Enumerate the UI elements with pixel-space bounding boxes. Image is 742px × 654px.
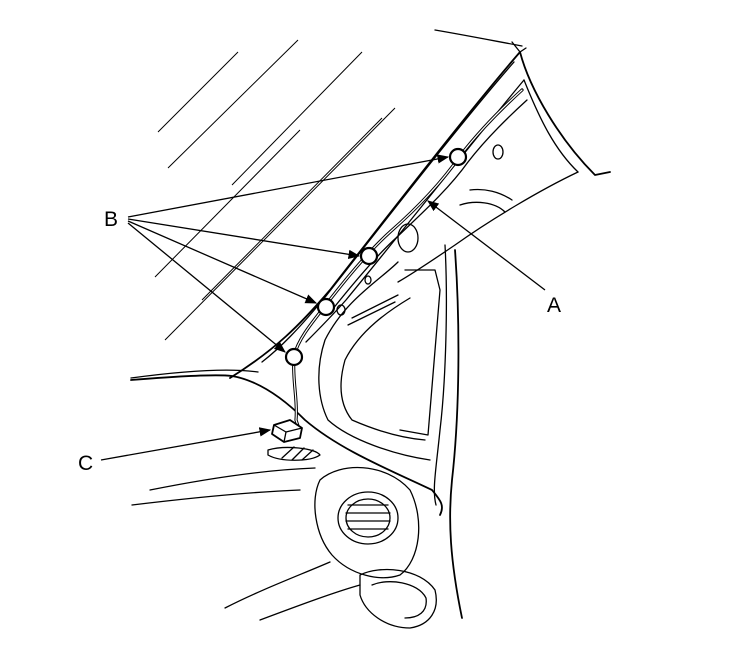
- callout-label-b: B: [104, 208, 118, 231]
- dashboard-face-1: [149, 467, 316, 491]
- pillar-boss-lower: [397, 223, 419, 253]
- corner-panel-slot-1: [347, 301, 396, 326]
- connector-body: [271, 419, 303, 443]
- harness-clip-4: [284, 347, 304, 367]
- leader-a: [427, 200, 546, 291]
- callout-label-a: A: [547, 294, 561, 317]
- side-vent-ring: [337, 491, 399, 545]
- harness-clip-3: [316, 297, 336, 317]
- pillar-boss-upper: [492, 144, 504, 160]
- side-vent-housing: [314, 466, 420, 579]
- panel-screw: [336, 304, 346, 316]
- harness-clip-1: [448, 147, 468, 167]
- harness-wire-outer: [292, 88, 524, 434]
- dashboard-face-3: [224, 561, 331, 609]
- headliner-inner: [523, 79, 579, 173]
- callout-label-c: C: [78, 452, 93, 475]
- corner-panel-frame: [399, 269, 441, 436]
- dashboard-edge: [130, 369, 259, 379]
- leader-c: [100, 427, 272, 461]
- pillar-rib: [459, 201, 506, 213]
- vent-slat-3: [301, 449, 314, 461]
- a-pillar-outer: [229, 51, 521, 379]
- roof-edge-inner: [511, 41, 527, 53]
- connector: [271, 419, 303, 443]
- leader-b-3: [127, 220, 318, 304]
- dashboard-face-2: [131, 489, 301, 506]
- a-pillar-edge: [261, 61, 515, 363]
- leader-lines: [100, 154, 546, 461]
- roof-edge: [434, 29, 523, 47]
- pillar-garnish: [433, 244, 448, 506]
- dashboard-top: [130, 374, 443, 516]
- vent-slat-2: [291, 447, 305, 461]
- lower-pocket: [359, 568, 437, 629]
- harness-wire-inner: [293, 89, 523, 433]
- pillar-rib-2: [469, 188, 513, 201]
- connector-edge: [283, 431, 287, 443]
- lower-pocket-inner: [371, 581, 427, 619]
- corner-panel-slot-2: [351, 294, 399, 319]
- leader-b-1: [127, 154, 450, 218]
- pillar-inner-panel: [397, 171, 579, 283]
- harness-clip-2: [359, 246, 379, 266]
- vent-slat-1: [281, 446, 295, 459]
- windshield-glass: [154, 39, 396, 341]
- side-vent-inner: [345, 498, 391, 538]
- leader-b-2: [127, 218, 361, 259]
- corner-panel-inner: [340, 297, 426, 441]
- defroster-vent: [267, 446, 321, 461]
- harness-clips: [284, 147, 468, 367]
- pillar-lower-edge: [449, 249, 463, 619]
- panel-screw-2: [364, 275, 372, 285]
- dashboard-face-4: [259, 584, 361, 621]
- headliner-side: [519, 51, 611, 176]
- harness-wire-shadow: [331, 99, 528, 311]
- corner-panel-outer: [318, 261, 431, 461]
- leader-b-4: [127, 222, 286, 353]
